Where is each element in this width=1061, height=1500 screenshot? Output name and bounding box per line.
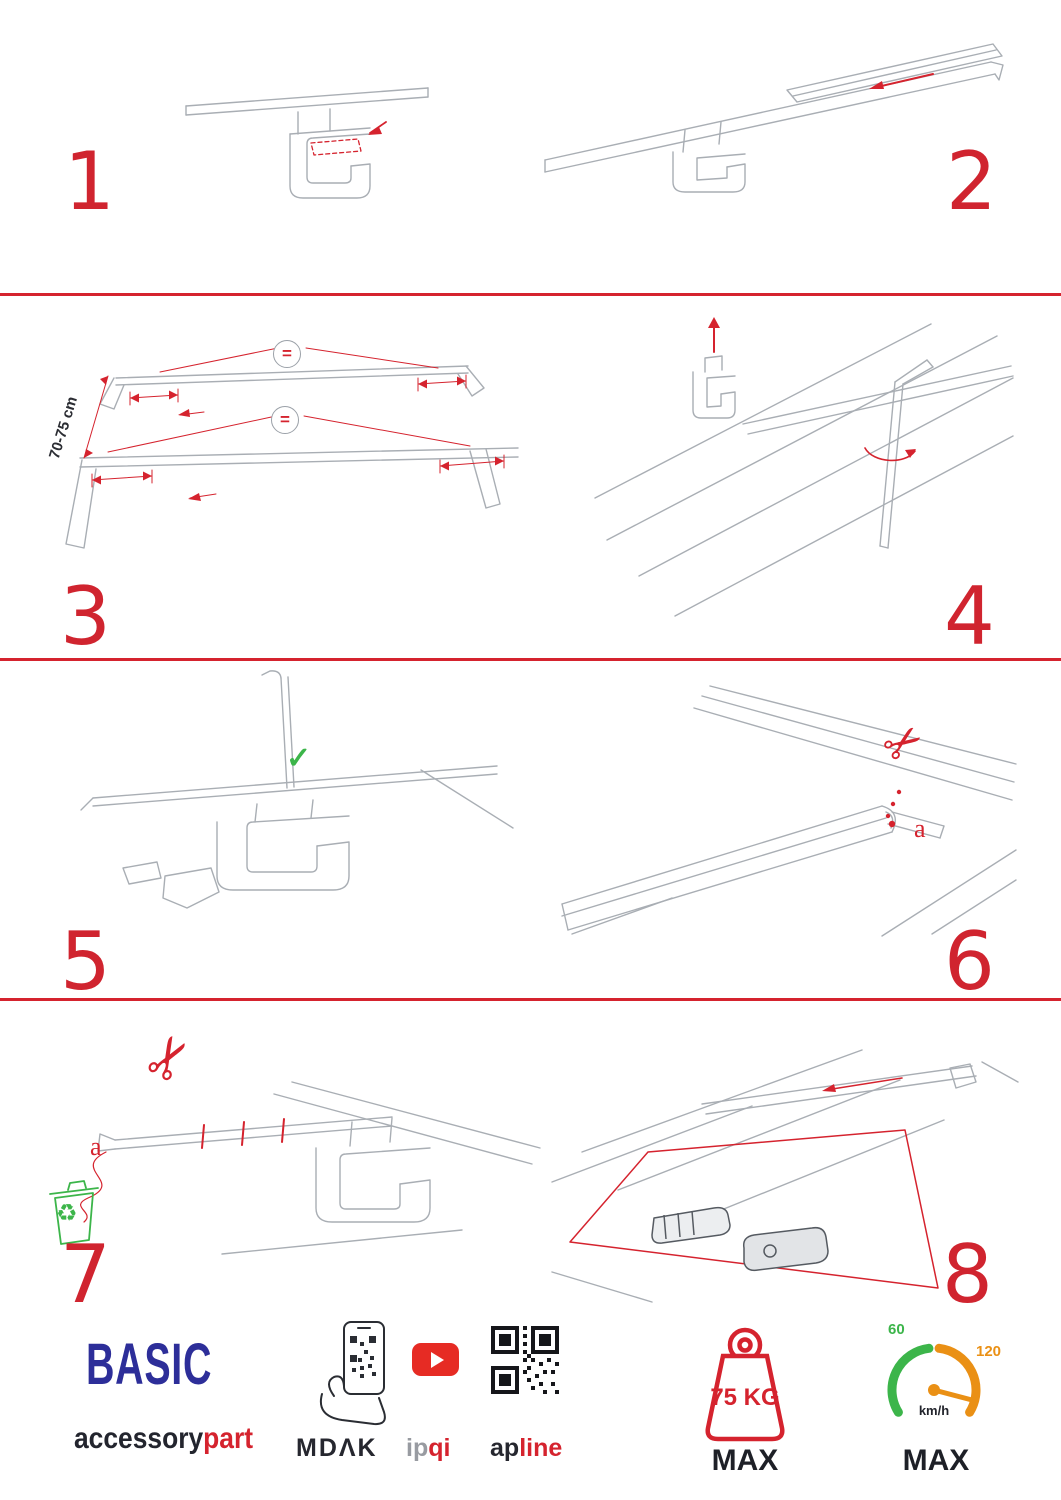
roof-and-hex-key — [594, 323, 1014, 617]
recycle-icon: ♻ — [56, 1200, 78, 1227]
trash-bin-icon — [49, 1180, 99, 1245]
speed-high-label: 120 — [976, 1343, 1002, 1360]
step-3-drawing — [65, 347, 519, 549]
insert-plate-indicator — [310, 121, 387, 156]
phone-scan-icon — [320, 1321, 386, 1426]
step-number-7: 7 — [60, 1228, 111, 1321]
insert-arrow — [708, 317, 720, 353]
equal-spacing-badge: = — [271, 406, 299, 434]
step-number-5: 5 — [60, 915, 111, 1008]
step-5-drawing — [80, 670, 514, 909]
roof-fit-zone — [551, 1049, 1019, 1303]
step-number-6: 6 — [944, 915, 995, 1008]
video-brand-gray: ip — [406, 1434, 429, 1462]
speed-low-label: 60 — [888, 1321, 905, 1338]
step-7-drawing — [49, 1081, 541, 1255]
bar-with-cover-strip — [544, 43, 1004, 193]
speed-max-label: MAX — [902, 1444, 970, 1477]
step-number-4: 4 — [944, 570, 995, 663]
rotate-arrow — [864, 447, 916, 462]
play-icon — [430, 1351, 444, 1368]
qr-code — [491, 1326, 559, 1394]
discard-curve — [80, 1151, 107, 1223]
video-brand-red: qi — [428, 1434, 451, 1462]
phone-qr-pixels — [350, 1336, 376, 1378]
cut-marks — [201, 1118, 285, 1149]
check-icon: ✓ — [286, 742, 312, 775]
part-a-label: a — [914, 814, 926, 843]
qr-brand-dark: ap — [490, 1434, 520, 1462]
weight-value: 75 KG — [710, 1384, 780, 1411]
speedometer-icon — [887, 1343, 981, 1417]
bar-end-trim — [561, 685, 1017, 937]
brand-subtitle-dark: accessory — [74, 1422, 204, 1455]
slide-arrow — [869, 73, 934, 89]
speed-unit-label: km/h — [918, 1403, 950, 1418]
section-divider — [0, 998, 1061, 1001]
step-number-1: 1 — [64, 135, 115, 228]
youtube-icon — [412, 1343, 459, 1376]
cut-dots — [885, 789, 902, 828]
dimension-marks — [83, 347, 505, 501]
weight-max-label: MAX — [711, 1444, 779, 1477]
step-number-2: 2 — [946, 135, 997, 228]
fit-zone-outline — [569, 1077, 939, 1289]
section-divider — [0, 658, 1061, 661]
equals-icon: = — [282, 344, 292, 363]
brand-subtitle-red: part — [203, 1422, 254, 1455]
step-2-drawing — [544, 43, 1004, 193]
brand-subtitle: accessorypart — [74, 1424, 253, 1454]
qr-modules — [491, 1326, 559, 1394]
clamp-hook-check — [80, 670, 514, 909]
equals-icon: = — [280, 410, 290, 429]
roof-bars-pair — [65, 365, 519, 549]
clamp-under-bar — [185, 87, 429, 199]
qr-brand-red: line — [519, 1434, 563, 1462]
step-number-8: 8 — [942, 1228, 993, 1321]
strip-cut-discard — [97, 1081, 541, 1255]
brand-title: BASIC — [86, 1332, 213, 1397]
step-4-drawing — [594, 317, 1014, 617]
step-8-drawing — [551, 1049, 1019, 1303]
section-divider — [0, 293, 1061, 296]
step-6-drawing — [561, 685, 1017, 937]
clamp-parts — [651, 1206, 829, 1272]
video-brand-label: ipqi — [406, 1436, 450, 1461]
part-a-label: a — [90, 1132, 102, 1161]
step-number-3: 3 — [60, 570, 111, 663]
equal-spacing-badge: = — [273, 340, 301, 368]
step-1-drawing — [185, 87, 429, 199]
scan-brand-label: MDΛK — [296, 1434, 378, 1462]
qr-brand-label: apline — [490, 1436, 562, 1461]
weight-icon — [705, 1327, 785, 1442]
